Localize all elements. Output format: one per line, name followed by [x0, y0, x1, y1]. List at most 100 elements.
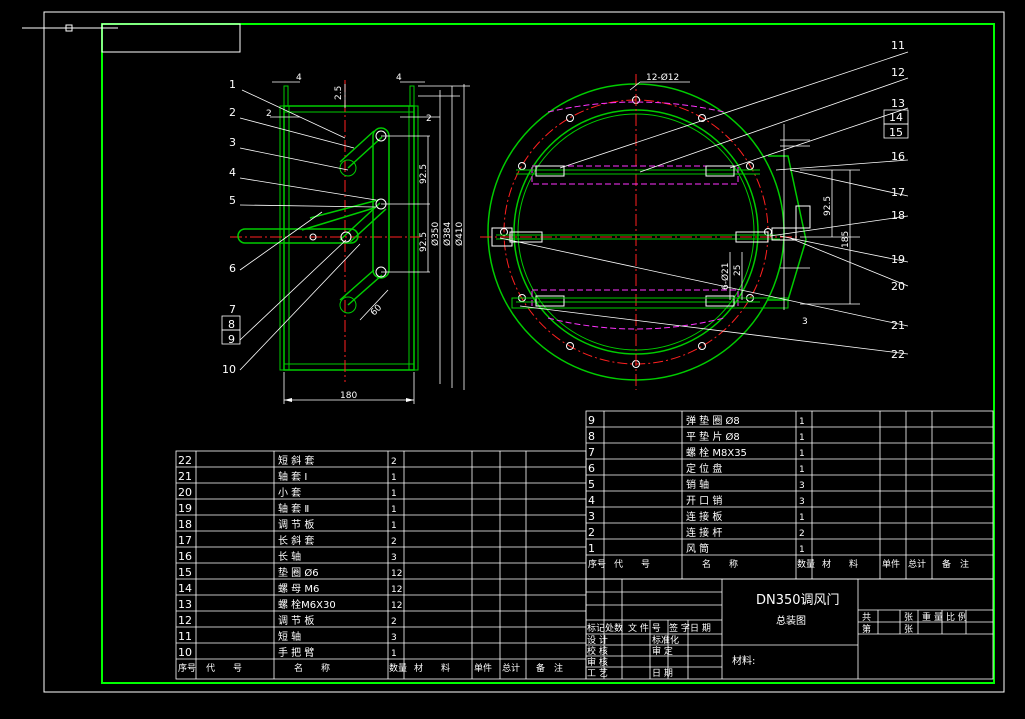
leader-22: 22 — [891, 348, 905, 361]
bom-left-row-no: 16 — [178, 550, 192, 563]
tb-stage: 共 — [862, 612, 871, 623]
bom-right-row-qty: 1 — [799, 417, 805, 427]
bom-left-row-qty: 12 — [391, 585, 402, 595]
bom-right-header-w2: 总计 — [908, 558, 926, 570]
bom-right-row-qty: 2 — [799, 529, 805, 539]
bom-left-row-no: 19 — [178, 502, 192, 515]
bom-right-header-w1: 单件 — [882, 558, 900, 570]
dim-92-5b: 92.5 — [419, 232, 429, 252]
bom-left-row-name: 垫 圈 Ø6 — [278, 566, 319, 579]
tb-sc: 比 例 — [946, 611, 967, 623]
tb-count: 处数 — [605, 622, 623, 634]
bom-right-row-no: 9 — [588, 414, 595, 427]
bom-right-row-name: 弹 垫 圈 Ø8 — [686, 414, 740, 427]
dim-front-3: 3 — [802, 317, 808, 327]
tb-review: 审 核 — [587, 656, 608, 668]
bom-left-row-name: 长 轴 — [278, 550, 301, 563]
leader-6: 6 — [229, 262, 236, 275]
leader-21: 21 — [891, 319, 905, 332]
bom-table-right — [585, 410, 994, 580]
bom-left-row-no: 11 — [178, 630, 192, 643]
bom-right-header-note: 备 注 — [942, 558, 969, 570]
bom-right-row-name: 销 轴 — [686, 478, 709, 491]
bom-right-row-no: 2 — [588, 526, 595, 539]
bom-left-header-no: 序号 — [178, 662, 196, 674]
tb-date: 日 期 — [690, 623, 711, 634]
bom-left-row-name: 小 套 — [278, 486, 301, 499]
bom-left-row-no: 18 — [178, 518, 192, 531]
leader-3: 3 — [229, 136, 236, 149]
bom-right-row-qty: 1 — [799, 433, 805, 443]
bom-left-row-qty: 3 — [391, 553, 397, 563]
bom-right-row-name: 连 接 板 — [686, 510, 722, 523]
bom-left-row-qty: 1 — [391, 505, 397, 515]
drawing-title: DN350调风门 — [756, 593, 840, 608]
dim-180: 180 — [340, 391, 357, 401]
leader-13: 13 — [891, 97, 905, 110]
dim-4b: 4 — [396, 73, 402, 83]
tb-approve: 审 定 — [652, 645, 673, 657]
bom-left-row-no: 17 — [178, 534, 192, 547]
leader-12: 12 — [891, 66, 905, 79]
bom-left-row-no: 15 — [178, 566, 192, 579]
leader-4: 4 — [229, 166, 236, 179]
bom-left-header-w1: 单件 — [474, 662, 492, 674]
side-leader-labels: 1 2 3 4 5 6 7 8 9 10 — [222, 78, 236, 376]
bom-right-row-qty: 1 — [799, 449, 805, 459]
dim-dia384: Ø384 — [442, 221, 453, 246]
leader-10: 10 — [222, 363, 236, 376]
bom-left-row-no: 10 — [178, 646, 192, 659]
leader-8: 8 — [228, 318, 235, 331]
leader-1: 1 — [229, 78, 236, 91]
bom-left-row-no: 13 — [178, 598, 192, 611]
ucs-marker — [65, 24, 73, 32]
bom-right-row-name: 定 位 盘 — [686, 462, 722, 475]
bom-left-header-mat: 材 料 — [414, 662, 450, 674]
outer-border — [43, 11, 1005, 693]
bom-right-row-qty: 1 — [799, 545, 805, 555]
material-label: 材料: — [732, 654, 755, 667]
bom-left-row-name: 长 斜 套 — [278, 534, 314, 547]
bom-left-row-name: 手 把 臂 — [278, 646, 314, 659]
dim-front-25: 25 — [733, 265, 743, 276]
dim-holes-12: 12-Ø12 — [646, 72, 679, 83]
bom-left-row-name: 轴 套 Ⅰ — [278, 470, 307, 483]
leader-11: 11 — [891, 39, 905, 52]
bom-right-row-no: 3 — [588, 510, 595, 523]
leader-17: 17 — [891, 186, 905, 199]
bom-left-row-no: 14 — [178, 582, 192, 595]
bom-left-row-name: 调 节 板 — [278, 518, 314, 531]
bom-left-row-qty: 2 — [391, 617, 397, 627]
tb-std: 标准化 — [652, 634, 679, 646]
bom-right-row-no: 8 — [588, 430, 595, 443]
dim-2b: 2 — [426, 114, 432, 124]
leader-20: 20 — [891, 280, 905, 293]
tb-sign: 签 字 — [669, 622, 690, 634]
inner-frame — [101, 23, 995, 684]
leader-14: 14 — [889, 111, 903, 124]
bom-left-row-qty: 2 — [391, 457, 397, 467]
bom-left-row-qty: 1 — [391, 489, 397, 499]
dim-4a: 4 — [296, 73, 302, 83]
dim-dia410: Ø410 — [454, 221, 465, 246]
bom-left-row-name: 轴 套 Ⅱ — [278, 502, 309, 515]
bom-left-header-qty: 数量 — [389, 662, 407, 674]
tb-wt: 重 量 — [922, 611, 943, 623]
bom-right-header-qty: 数量 — [797, 558, 815, 570]
tb-design: 设 计 — [587, 634, 608, 646]
bom-left-row-qty: 1 — [391, 649, 397, 659]
bom-left-header-w2: 总计 — [502, 662, 520, 674]
bom-right-header-code: 代 号 — [614, 559, 650, 570]
bom-right-row-no: 1 — [588, 542, 595, 555]
front-view — [480, 51, 909, 390]
leader-19: 19 — [891, 253, 905, 266]
tb-check: 校 核 — [587, 645, 608, 657]
drawing-subtitle: 总装图 — [776, 614, 806, 627]
front-leader-labels: 11 12 13 14 15 16 17 18 19 20 21 22 — [889, 39, 905, 361]
dim-front-92-5: 92.5 — [823, 196, 833, 216]
leader-5: 5 — [229, 194, 236, 207]
dim-2a: 2 — [266, 109, 272, 119]
bom-left-row-qty: 12 — [391, 601, 402, 611]
